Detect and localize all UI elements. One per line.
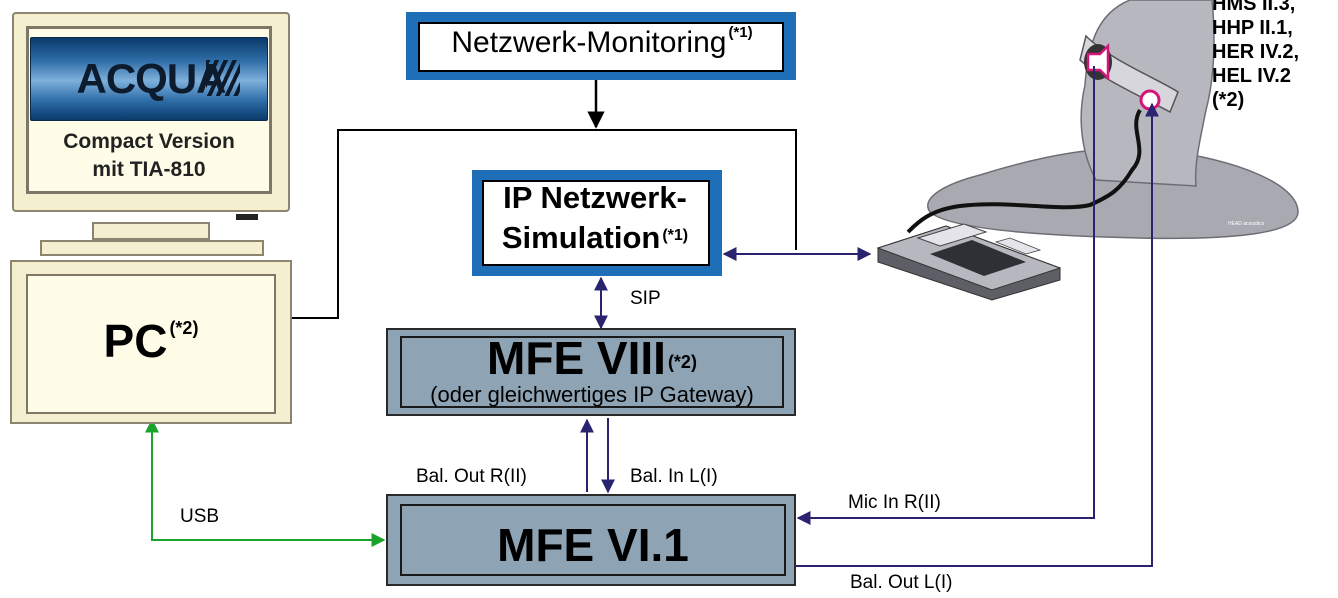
ip-simulation-inner bbox=[482, 180, 710, 266]
monitor-line-2: mit TIA-810 bbox=[92, 158, 206, 181]
ip-simulation-line-1: IP Netzwerk- bbox=[503, 180, 687, 215]
network-monitoring-label: Netzwerk-Monitoring(*1) bbox=[420, 24, 784, 60]
ip-simulation-footnote: (*1) bbox=[662, 227, 689, 244]
ip-simulation-line-2: Simulation bbox=[501, 220, 661, 255]
acqua-stripes-icon bbox=[206, 60, 240, 96]
monitor-line-1: Compact Version bbox=[63, 130, 235, 153]
mfe8-title-text: MFE VIII bbox=[487, 332, 666, 384]
monitor-drive-slot bbox=[236, 214, 258, 220]
bal-in-l-label: Bal. In L(I) bbox=[630, 466, 718, 487]
bal-out-l-label: Bal. Out L(I) bbox=[850, 572, 953, 593]
pc-label-text: PC bbox=[103, 315, 168, 367]
sip-label: SIP bbox=[630, 288, 661, 309]
dummy-head-line-5: (*2) bbox=[1212, 89, 1245, 111]
monitor-stand-neck bbox=[92, 222, 210, 240]
mic-in-r-label: Mic In R(II) bbox=[848, 492, 941, 513]
dummy-head-line-2: HHP II.1, bbox=[1212, 17, 1293, 39]
mfe8-inner bbox=[400, 336, 784, 408]
mfe6-inner bbox=[400, 504, 786, 576]
ip-simulation-label: IP Netzwerk- Simulation(*1) bbox=[482, 178, 708, 258]
telephone-icon bbox=[876, 223, 1062, 301]
monitor-stand-base bbox=[40, 240, 264, 256]
network-monitoring-inner bbox=[418, 22, 784, 72]
dummy-head-line-4: HEL IV.2 bbox=[1212, 65, 1291, 87]
network-monitoring-text: Netzwerk-Monitoring bbox=[451, 26, 727, 59]
acqua-logo-text: ACQUA bbox=[76, 55, 227, 102]
mfe8-title: MFE VIII(*2) bbox=[400, 334, 784, 382]
pc-label: PC(*2) bbox=[26, 314, 276, 368]
dummy-head-label: HMS II.3, HHP II.1, HER IV.2, HEL IV.2 (… bbox=[1212, 0, 1299, 112]
mfe6-title: MFE VI.1 bbox=[497, 519, 689, 571]
usb-label: USB bbox=[180, 506, 220, 527]
head-brand-text: HEAD acoustics bbox=[1228, 221, 1265, 227]
pc-inner-panel bbox=[26, 274, 276, 414]
bal-out-r-label: Bal. Out R(II) bbox=[416, 466, 527, 487]
mfe8-subtitle: (oder gleichwertiges IP Gateway) bbox=[430, 382, 754, 407]
mfe8-footnote: (*2) bbox=[667, 352, 697, 372]
dummy-head-line-3: HER IV.2, bbox=[1212, 41, 1300, 63]
network-monitoring-footnote: (*1) bbox=[728, 24, 753, 41]
pc-footnote: (*2) bbox=[169, 318, 199, 338]
dummy-head-line-1: HMS II.3, bbox=[1212, 0, 1296, 15]
